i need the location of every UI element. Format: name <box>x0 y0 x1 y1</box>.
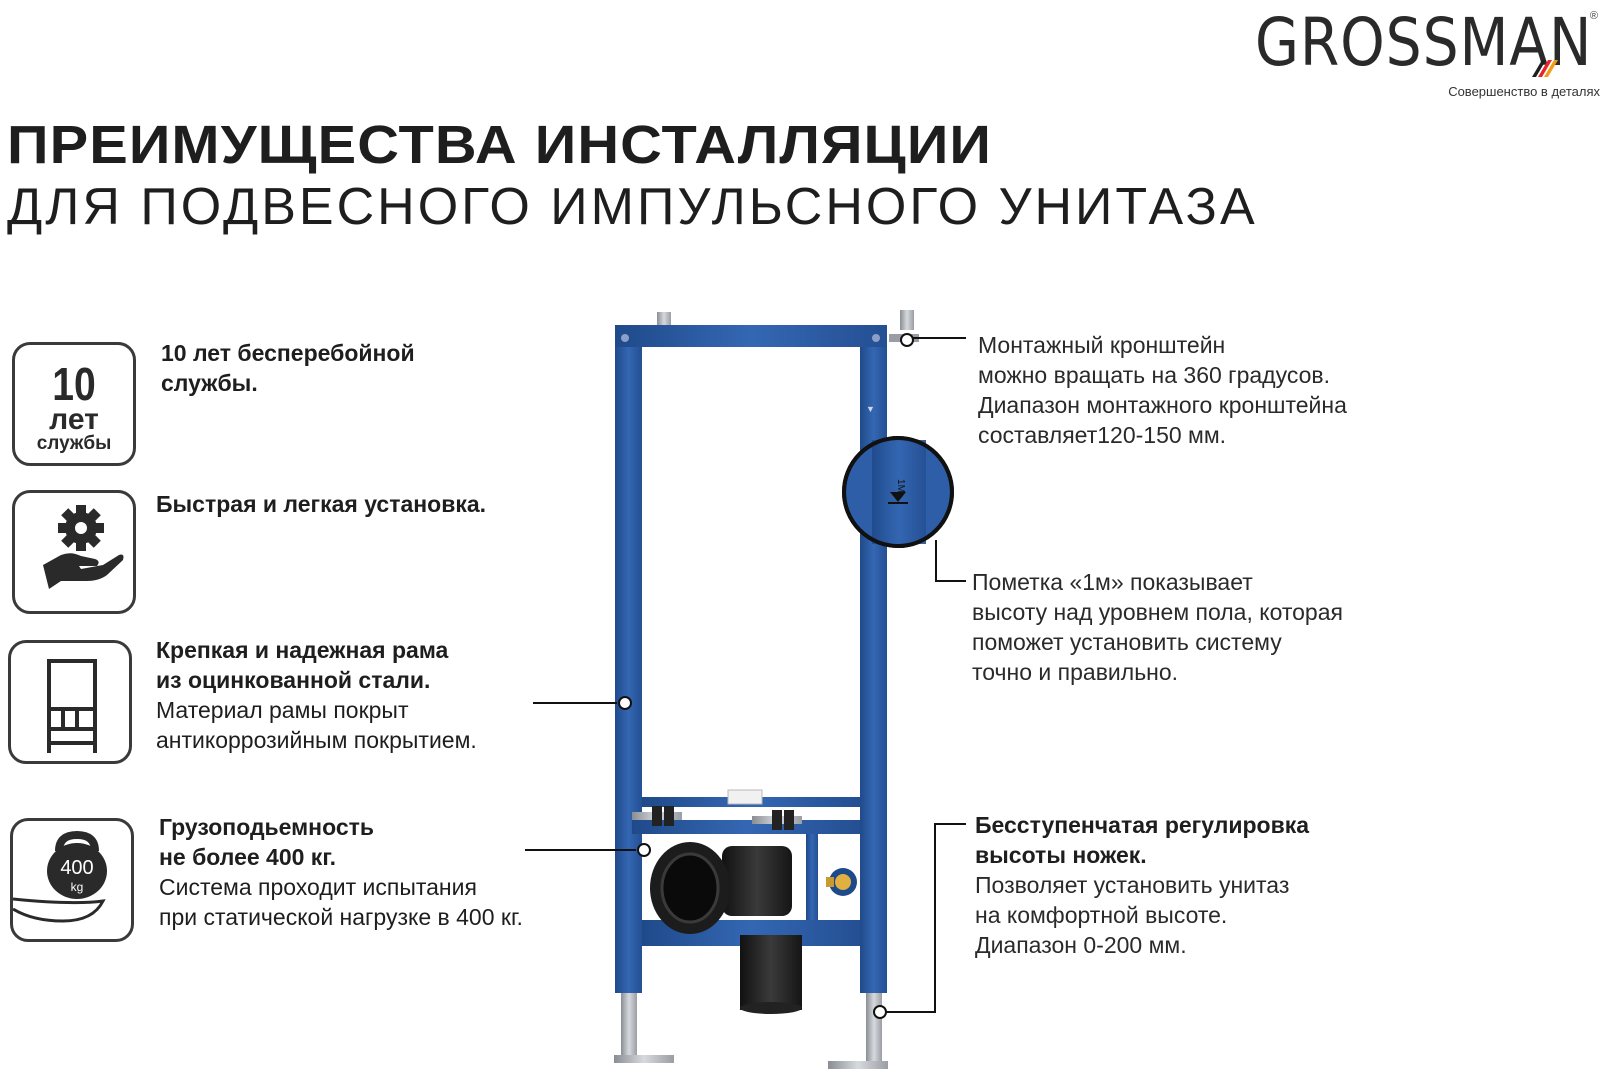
feature-frame-line-2: из оцинкованной стали. <box>156 667 431 693</box>
feature-load-text: Грузоподьемность не более 400 кг. Систем… <box>159 812 523 932</box>
frame-graphic <box>47 659 97 753</box>
feature-install-text: Быстрая и легкая установка. <box>156 489 486 519</box>
one-meter-label: 1M <box>895 479 906 493</box>
kettlebell-icon: 400 kg <box>10 818 134 942</box>
callout-bracket-line-3: Диапазон монтажного кронштейна <box>978 392 1347 418</box>
callout-legs-line-4: на комфортной высоте. <box>975 902 1228 928</box>
top-bracket-right <box>889 310 919 342</box>
water-inlet-valve <box>826 868 857 896</box>
leader-legs <box>883 823 966 1013</box>
logo-stripes-icon <box>1532 60 1558 77</box>
feature-install-line-1: Быстрая и легкая установка. <box>156 491 487 517</box>
feature-load-line-3: Система проходит испытания <box>159 874 477 900</box>
adjustable-leg-right <box>828 993 888 1069</box>
frame-left-post <box>615 325 642 993</box>
ten-years-badge-icon: 10 лет службы <box>12 342 136 466</box>
frame-upper-crossbar <box>642 797 860 807</box>
svg-text:▼: ▼ <box>866 404 875 414</box>
badge-years-number: 10 <box>52 358 96 410</box>
leader-mark <box>935 540 966 582</box>
callout-bracket-line-2: можно вращать на 360 градусов. <box>978 362 1330 388</box>
callout-mark-line-2: высоту над уровнем пола, которая <box>972 599 1343 625</box>
callout-legs-line-5: Диапазон 0-200 мм. <box>975 932 1187 958</box>
feature-frame-text: Крепкая и надежная рама из оцинкованной … <box>156 635 477 755</box>
registered-mark: ® <box>1589 10 1598 22</box>
callout-mark-line-4: точно и правильно. <box>972 659 1179 685</box>
hand-gear-graphic <box>43 505 124 589</box>
feature-load-line-4: при статической нагрузке в 400 кг. <box>159 904 523 930</box>
page-subtitle: ДЛЯ ПОДВЕСНОГО ИМПУЛЬСНОГО УНИТАЗА <box>7 178 1258 236</box>
kettlebell-unit: kg <box>71 880 84 894</box>
callout-legs-line-3: Позволяет установить унитаз <box>975 872 1290 898</box>
callout-bracket-text: Монтажный кронштейн можно вращать на 360… <box>978 330 1347 450</box>
badge-years-unit: лет <box>49 403 99 436</box>
frame-lower-crossbar <box>642 920 860 946</box>
callout-mark-line-3: поможет установить систему <box>972 629 1282 655</box>
page-title: ПРЕИМУЩЕСТВА ИНСТАЛЛЯЦИИ <box>7 115 993 175</box>
top-bracket-left <box>657 312 671 342</box>
callout-legs-line-1: Бесступенчатая регулировка <box>975 812 1310 838</box>
one-meter-mark-zoom: 1M <box>842 436 954 548</box>
feature-years-line-1: 10 лет бесперебойной <box>161 340 415 366</box>
frame-right-post <box>860 325 887 993</box>
callout-legs-text: Бесступенчатая регулировка высоты ножек.… <box>975 810 1309 960</box>
callout-legs-line-2: высоты ножек. <box>975 842 1147 868</box>
drain-pipe <box>650 842 802 1014</box>
feature-frame-line-4: антикоррозийным покрытием. <box>156 727 477 753</box>
logo-tagline: Совершенство в деталях <box>1448 84 1600 99</box>
callout-bracket-line-4: составляет120-150 мм. <box>978 422 1227 448</box>
frame-icon <box>8 640 132 764</box>
feature-load-line-1: Грузоподьемность <box>159 814 375 840</box>
brand-logo: GROSSMAN ® Совершенство в деталях <box>1255 4 1600 100</box>
frame-mount-rail <box>632 820 860 834</box>
callout-bracket-line-1: Монтажный кронштейн <box>978 332 1226 358</box>
feature-years-text: 10 лет бесперебойной службы. <box>161 338 415 398</box>
mounting-stud-left <box>632 806 682 826</box>
mounting-stud-right <box>752 810 802 830</box>
frame-top-rail <box>615 325 887 347</box>
logo-wordmark: GROSSMAN <box>1255 4 1593 81</box>
feature-frame-line-1: Крепкая и надежная рама <box>156 637 449 663</box>
badge-years-caption: службы <box>36 433 112 454</box>
callout-mark-text: Пометка «1м» показывает высоту над уровн… <box>972 567 1343 687</box>
hand-gear-icon <box>12 490 136 614</box>
kettlebell-graphic: 400 kg <box>13 830 107 923</box>
feature-frame-line-3: Материал рамы покрыт <box>156 697 409 723</box>
adjustable-leg-left <box>614 993 674 1063</box>
feature-load-line-2: не более 400 кг. <box>159 844 336 870</box>
frame-inner-post <box>806 834 818 920</box>
kettlebell-weight: 400 <box>60 857 93 879</box>
feature-years-line-2: службы. <box>161 370 258 396</box>
callout-mark-line-1: Пометка «1м» показывает <box>972 569 1253 595</box>
